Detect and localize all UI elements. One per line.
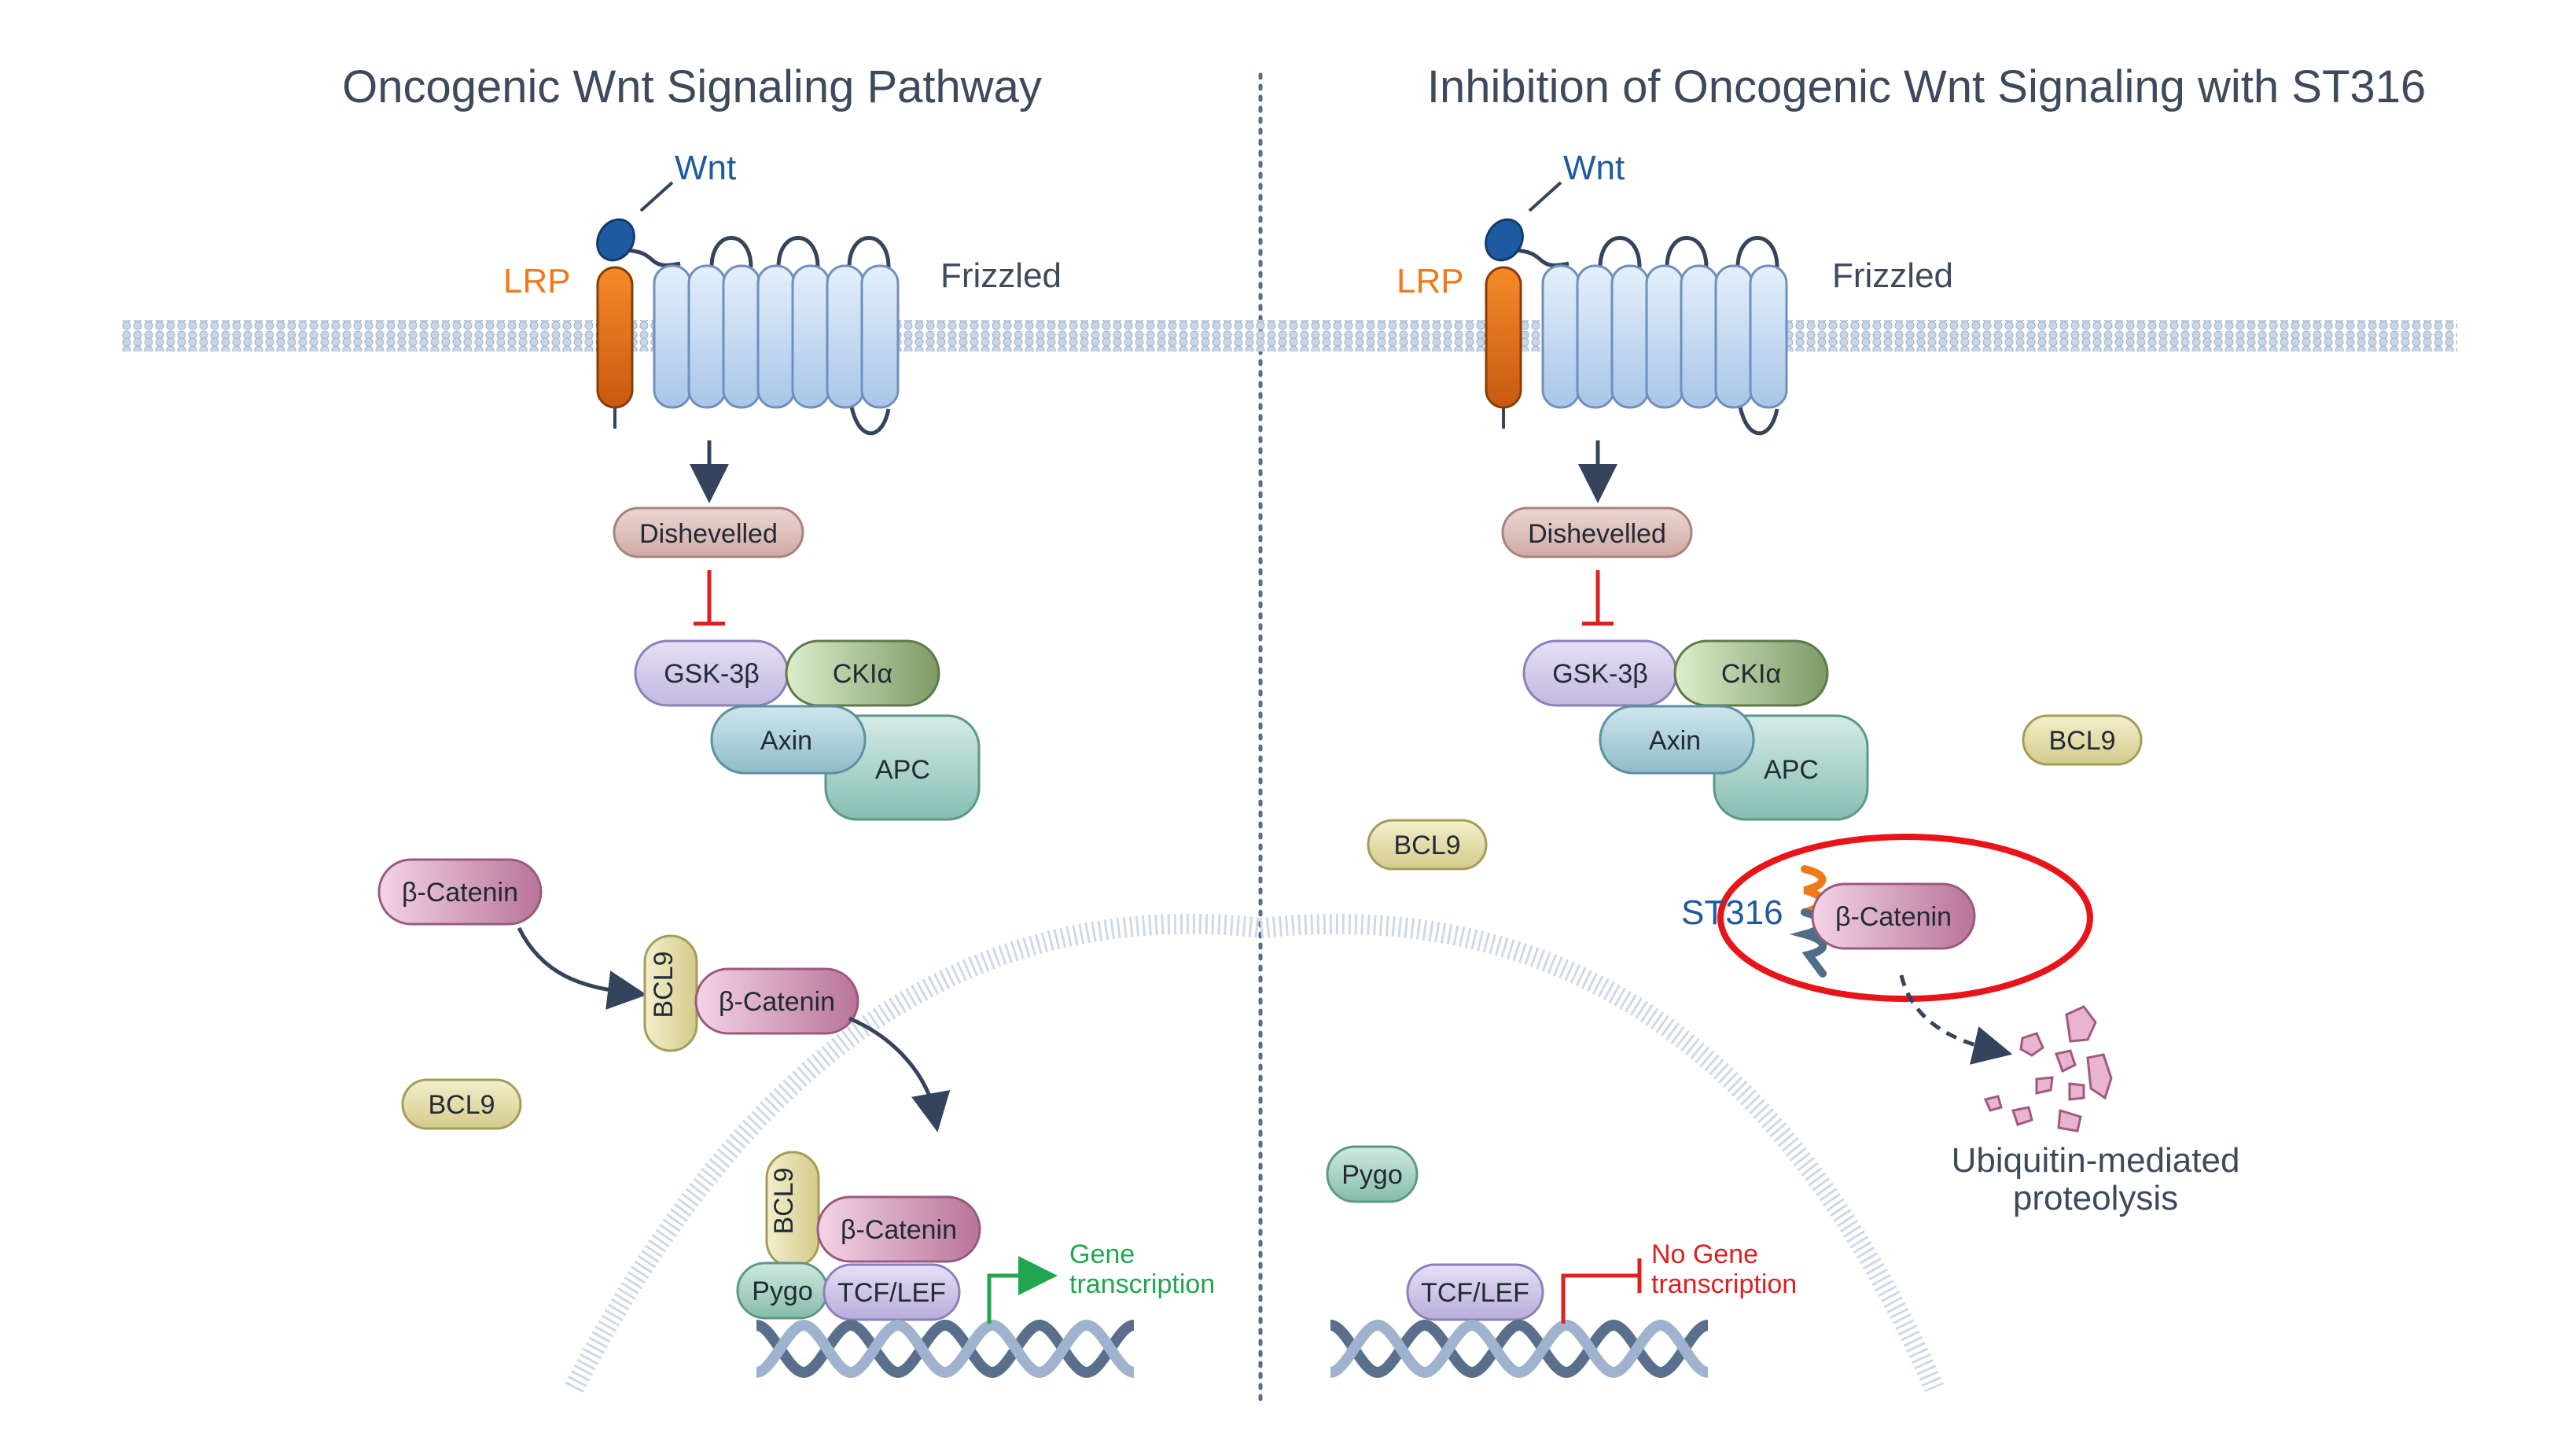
beta-catenin-complex-left-label: β-Catenin: [719, 987, 835, 1017]
axin-right-label: Axin: [1649, 726, 1701, 756]
dishevelled-left: [613, 506, 804, 558]
proteolysis-label-line1: Ubiquitin-mediated: [1952, 1141, 2240, 1180]
axin-left-label: Axin: [760, 726, 812, 756]
arrow-complex-to-nucleus: [848, 1016, 951, 1133]
inhibition-dishevelled-right: [1582, 570, 1614, 626]
arrow-to-proteolysis: [1899, 974, 2013, 1065]
beta-catenin-nuclear-left: [816, 1195, 981, 1263]
beta-catenin-nuclear-left-label: β-Catenin: [841, 1215, 957, 1245]
arrow-bcat-to-complex: [517, 926, 647, 1010]
receptor-complex-right: [1485, 181, 1788, 436]
frizzled-label-left: Frizzled: [940, 256, 1062, 295]
lrp-receptor-right: [1485, 266, 1522, 409]
apc-right-label: APC: [1764, 755, 1819, 785]
degraded-fragments: [1983, 1005, 2113, 1133]
pygo-free-right: [1326, 1145, 1419, 1203]
dishevelled-right-label: Dishevelled: [1528, 519, 1666, 549]
dishevelled-right: [1501, 506, 1693, 558]
wnt-label-left: Wnt: [675, 149, 736, 187]
receptor-complex-left: [596, 181, 900, 436]
no-gene-transcription-line1: No Gene: [1651, 1239, 1758, 1269]
beta-catenin-complex-left: [694, 967, 859, 1035]
bcl9-vertical-left-label: BCL9: [649, 951, 679, 1018]
wnt-ligand-left: [596, 218, 635, 262]
ck1a-right-label: CKIα: [1721, 659, 1781, 689]
apc-left-label: APC: [875, 755, 930, 785]
st316-label: ST316: [1681, 893, 1783, 932]
beta-catenin-free-left-label: β-Catenin: [402, 878, 518, 908]
gene-transcription-arrow: [987, 1256, 1058, 1324]
bcl9-free-right-upper: [2022, 714, 2143, 766]
tcf-lef-left-label: TCF/LEF: [837, 1278, 946, 1308]
lrp-receptor-left: [596, 266, 634, 409]
no-transcription-block: [1561, 1258, 1642, 1324]
beta-catenin-bound-st316-label: β-Catenin: [1835, 902, 1952, 932]
ck1a-left-label: CKIα: [833, 659, 892, 689]
cell-membrane: [122, 320, 2457, 352]
tcf-lef-right: [1406, 1263, 1544, 1321]
left-panel-title: Oncogenic Wnt Signaling Pathway: [342, 61, 1042, 112]
bcl9-free-right-lower: [1367, 819, 1488, 871]
dna-left: [756, 1325, 1134, 1372]
frizzled-label-right: Frizzled: [1832, 256, 1953, 295]
axin-left: [710, 705, 867, 775]
right-panel-title: Inhibition of Oncogenic Wnt Signaling wi…: [1427, 61, 2426, 112]
tcf-lef-left: [822, 1263, 961, 1321]
pygo-nuclear-left-label: Pygo: [752, 1276, 813, 1306]
bcl9-free-left: [401, 1078, 522, 1130]
nuclear-membrane-left: [565, 913, 1262, 1393]
st316-highlight-ring: [1717, 834, 2093, 1002]
bcl9-free-right-upper-label: BCL9: [2048, 726, 2115, 756]
lrp-label-right: LRP: [1397, 262, 1464, 300]
bcl9-free-right-lower-label: BCL9: [1393, 831, 1460, 860]
gsk3b-left-label: GSK-3β: [664, 659, 760, 689]
beta-catenin-free-left: [377, 858, 543, 926]
ck1a-right: [1673, 639, 1829, 707]
no-gene-transcription-line2: transcription: [1651, 1269, 1797, 1299]
wnt-label-right: Wnt: [1563, 149, 1625, 187]
axin-right: [1599, 705, 1755, 775]
pygo-free-right-label: Pygo: [1341, 1160, 1403, 1190]
proteolysis-label-line2: proteolysis: [2013, 1179, 2178, 1217]
gene-transcription-line2: transcription: [1069, 1269, 1215, 1299]
bcl9-free-left-label: BCL9: [428, 1090, 495, 1120]
wnt-ligand-right: [1485, 218, 1524, 262]
dishevelled-left-label: Dishevelled: [639, 519, 778, 549]
gsk3b-right-label: GSK-3β: [1552, 659, 1648, 689]
bcl9-nuclear-left-label: BCL9: [769, 1167, 799, 1234]
dna-right: [1330, 1325, 1708, 1372]
beta-catenin-bound-st316: [1811, 882, 1976, 950]
inhibition-dishevelled-left: [694, 570, 725, 626]
lrp-label-left: LRP: [503, 262, 571, 300]
gene-transcription-line1: Gene: [1069, 1239, 1135, 1269]
tcf-lef-right-label: TCF/LEF: [1421, 1278, 1529, 1308]
ck1a-left: [785, 639, 940, 707]
